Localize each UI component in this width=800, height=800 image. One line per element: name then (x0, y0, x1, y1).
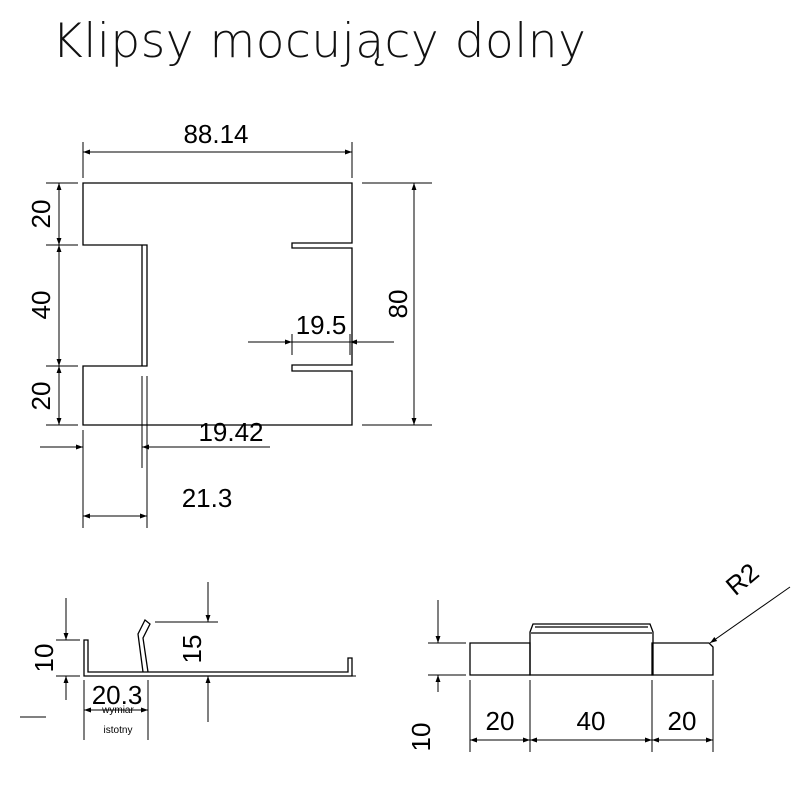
top-view: 88.14 80 20 40 20 (26, 119, 432, 528)
dim-radius: R2 (709, 557, 791, 644)
dim-seg-left-label: 20 (486, 706, 515, 736)
dim-slot-depth: 19.5 (248, 310, 394, 355)
dim-side-length-label: 20.3 (92, 680, 143, 710)
front-view: R2 10 20 40 20 (406, 557, 791, 752)
dim-radius-label: R2 (720, 557, 765, 601)
dim-front-segments: 20 40 20 (469, 680, 714, 752)
dim-slot-depth-label: 19.5 (296, 310, 347, 340)
front-base (469, 642, 531, 676)
dim-height: 80 (362, 182, 432, 426)
note-istotny: istotny (104, 725, 133, 736)
plate-outline (82, 182, 353, 426)
dim-side-length: 20.3 wymiar istotny (83, 680, 149, 740)
dim-tab-height-label: 15 (177, 635, 207, 664)
side-profile (83, 639, 353, 677)
note-wymiar: wymiar (101, 705, 134, 716)
dim-width-label: 88.14 (183, 119, 248, 149)
dim-tab-height: 15 (155, 582, 356, 722)
dim-side-height-label: 10 (29, 644, 59, 673)
dim-left-bottom-label: 20 (26, 382, 56, 411)
side-view: 10 15 20.3 wymiar istotny (20, 582, 356, 740)
dim-seg-right-label: 20 (668, 706, 697, 736)
dim-front-height-label: 10 (406, 723, 436, 752)
dim-outer-offset-label: 21.3 (182, 483, 233, 513)
dim-front-height: 10 (406, 600, 466, 751)
side-tab (137, 618, 151, 673)
dim-height-label: 80 (383, 290, 413, 319)
front-raised (529, 623, 654, 676)
dim-seg-mid-label: 40 (577, 706, 606, 736)
dim-side-height: 10 (29, 598, 80, 700)
dim-left-chain: 20 40 20 (26, 182, 78, 426)
dim-left-top-label: 20 (26, 200, 56, 229)
dim-left-mid-label: 40 (26, 291, 56, 320)
page-title: Klipsy mocujący dolny (52, 14, 587, 69)
dim-inner-offset-label: 19.42 (198, 417, 263, 447)
dim-width: 88.14 (82, 119, 353, 178)
front-base-right (651, 642, 714, 676)
dim-inner-offset: 19.42 (40, 376, 270, 468)
dim-outer-offset: 21.3 (82, 376, 233, 528)
